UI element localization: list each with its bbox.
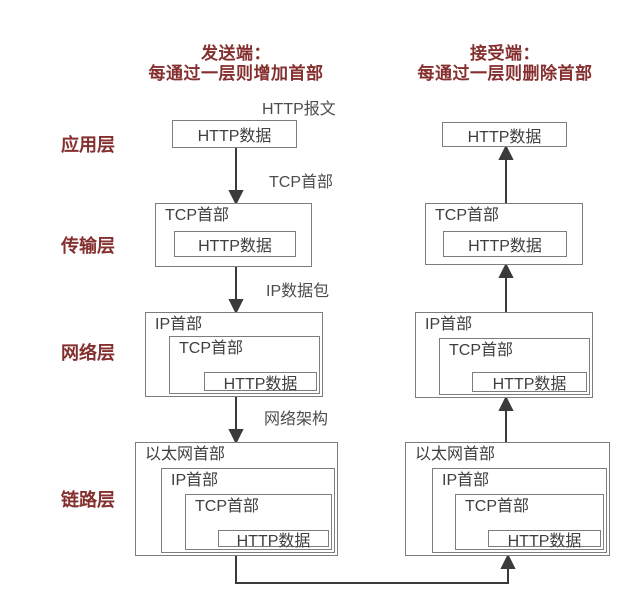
- arrow-label-tcp-header: TCP首部: [269, 174, 334, 191]
- sender-transport-http-label: HTTP数据: [198, 238, 272, 255]
- receiver-network-tcp-label: TCP首部: [449, 342, 514, 359]
- receiver-link-http-label: HTTP数据: [507, 532, 582, 550]
- down-arrowhead-2: [228, 299, 244, 315]
- arrow-label-ip-packet: IP数据包: [266, 283, 330, 300]
- receiver-header: 接受端： 每通过一层则删除首部: [385, 44, 625, 84]
- receiver-header-line2: 每通过一层则删除首部: [417, 64, 593, 83]
- sender-header-line2: 每通过一层则增加首部: [148, 64, 324, 83]
- sender-link-http-box: HTTP数据: [218, 530, 329, 550]
- down-arrowhead-1: [228, 190, 244, 206]
- sender-link-tcp-box: TCP首部 HTTP数据: [185, 494, 332, 550]
- receiver-header-line1: 接受端：: [470, 44, 540, 63]
- sender-network-tcp-label: TCP首部: [179, 340, 244, 357]
- receiver-app-http-label: HTTP数据: [467, 128, 542, 146]
- sender-link-tcp-label: TCP首部: [195, 498, 260, 515]
- sender-link-ethernet-label: 以太网首部: [145, 446, 226, 463]
- sender-app-http-label: HTTP数据: [197, 128, 272, 145]
- sender-link-ip-box: IP首部 TCP首部 HTTP数据: [161, 468, 335, 553]
- receiver-link-ethernet-box: 以太网首部 IP首部 TCP首部 HTTP数据: [405, 442, 610, 556]
- receiver-network-http-box: HTTP数据: [472, 372, 587, 393]
- receiver-transport-http-box: HTTP数据: [443, 231, 567, 257]
- sender-link-ip-label: IP首部: [171, 472, 219, 489]
- sender-transport-tcp-box: TCP首部 HTTP数据: [155, 203, 312, 267]
- bottom-connector-arrowhead: [500, 553, 516, 569]
- down-arrowhead-3: [228, 429, 244, 445]
- receiver-link-ip-box: IP首部 TCP首部 HTTP数据: [432, 468, 607, 553]
- receiver-link-tcp-box: TCP首部 HTTP数据: [455, 494, 604, 550]
- layer-label-transport: 传输层: [61, 236, 115, 256]
- up-arrowhead-2: [498, 262, 514, 278]
- sender-network-tcp-box: TCP首部 HTTP数据: [169, 336, 320, 394]
- layer-label-network: 网络层: [61, 343, 115, 363]
- sender-app-http-box: HTTP数据: [172, 120, 297, 148]
- bottom-connector-line: [235, 556, 509, 584]
- receiver-transport-tcp-box: TCP首部 HTTP数据: [425, 203, 583, 265]
- receiver-link-ethernet-label: 以太网首部: [415, 446, 496, 463]
- sender-network-ip-box: IP首部 TCP首部 HTTP数据: [145, 312, 323, 397]
- arrow-label-network-frame: 网络架构: [264, 411, 329, 428]
- receiver-transport-tcp-label: TCP首部: [435, 207, 500, 224]
- receiver-link-http-box: HTTP数据: [488, 530, 601, 550]
- arrow-label-http-message: HTTP报文: [262, 101, 336, 118]
- receiver-link-tcp-label: TCP首部: [465, 498, 530, 515]
- sender-header-line1: 发送端：: [201, 44, 271, 63]
- sender-transport-tcp-label: TCP首部: [165, 207, 230, 224]
- sender-link-http-label: HTTP数据: [236, 532, 311, 550]
- sender-link-ethernet-box: 以太网首部 IP首部 TCP首部 HTTP数据: [135, 442, 338, 556]
- receiver-network-http-label: HTTP数据: [492, 376, 567, 393]
- layer-label-link: 链路层: [61, 490, 115, 510]
- up-arrowhead-1: [498, 144, 514, 160]
- receiver-app-http-box: HTTP数据: [442, 122, 567, 147]
- receiver-network-tcp-box: TCP首部 HTTP数据: [439, 338, 590, 395]
- sender-network-http-box: HTTP数据: [204, 372, 317, 393]
- receiver-link-ip-label: IP首部: [442, 472, 490, 489]
- sender-network-ip-label: IP首部: [155, 316, 203, 333]
- receiver-network-ip-box: IP首部 TCP首部 HTTP数据: [415, 312, 593, 398]
- sender-header: 发送端： 每通过一层则增加首部: [116, 44, 356, 84]
- receiver-network-ip-label: IP首部: [425, 316, 473, 333]
- receiver-transport-http-label: HTTP数据: [468, 238, 542, 255]
- sender-network-http-label: HTTP数据: [223, 375, 298, 393]
- up-arrowhead-3: [498, 395, 514, 411]
- sender-transport-http-box: HTTP数据: [174, 231, 296, 257]
- layer-label-application: 应用层: [61, 135, 115, 155]
